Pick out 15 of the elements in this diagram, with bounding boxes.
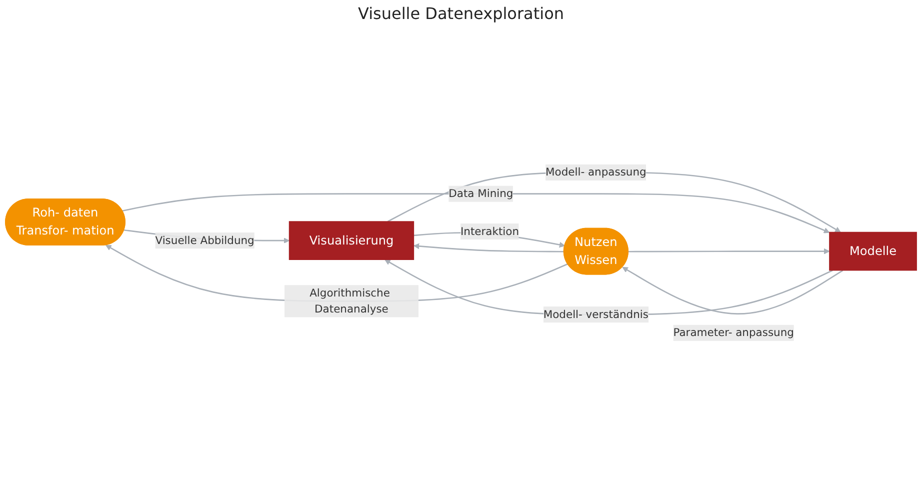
edge-label: Modell- verständnis xyxy=(543,308,648,321)
node-box: Modelle xyxy=(829,232,917,272)
arrow xyxy=(622,267,844,315)
edge-label: Data Mining xyxy=(448,188,514,200)
node-box: Visualisierung xyxy=(288,222,414,260)
edge-label: Modell- anpassung xyxy=(546,166,646,179)
edge-label: Interaktion xyxy=(460,225,519,238)
arrow xyxy=(387,172,841,233)
edge-label: Parameter- anpassung xyxy=(673,326,794,340)
arrow xyxy=(628,248,830,255)
section-heading: Visuelle Datenexploration xyxy=(358,4,564,23)
arrow xyxy=(122,194,830,234)
arrow xyxy=(413,244,564,253)
edge-label: Algorithmische Datenanalyse xyxy=(310,286,390,316)
edge-label: Visuelle Abbildung xyxy=(155,234,254,247)
